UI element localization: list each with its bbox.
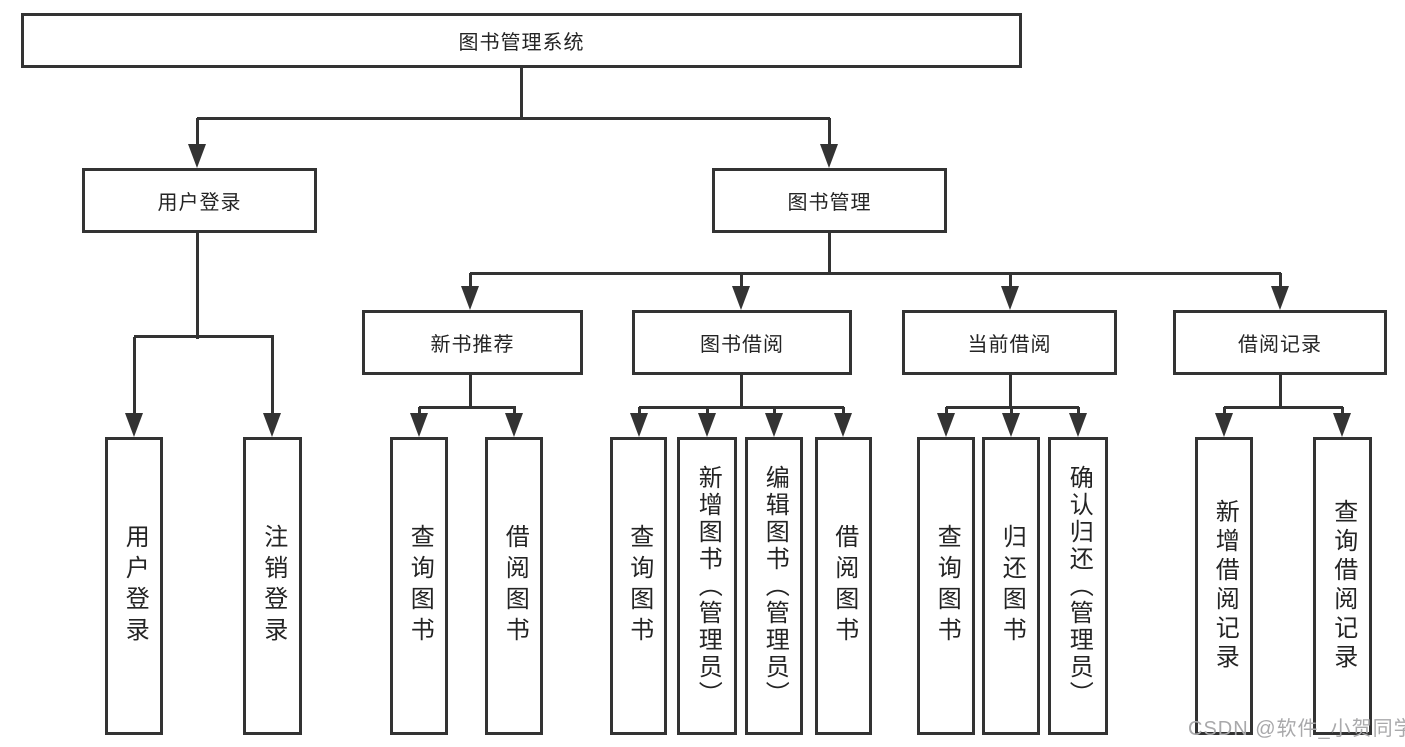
connector-vline <box>1279 375 1282 409</box>
connector-vline <box>196 118 199 148</box>
leaf-recommend-borrow-books: 借阅图书 <box>485 437 543 735</box>
connector-hline <box>197 117 830 120</box>
arrowhead-down-icon <box>937 413 955 437</box>
leaf-current-query-books: 查询图书 <box>917 437 975 735</box>
connector-vline <box>1010 407 1013 416</box>
arrowhead-down-icon <box>505 413 523 437</box>
connector-hline <box>470 272 1281 275</box>
connector-vline <box>706 407 709 416</box>
arrowhead-down-icon <box>1002 413 1020 437</box>
connector-vline <box>828 233 831 275</box>
arrowhead-down-icon <box>461 286 479 310</box>
leaf-logout: 注销登录 <box>243 437 302 735</box>
connector-vline <box>740 375 743 409</box>
arrowhead-down-icon <box>732 286 750 310</box>
node-new-book-recommend: 新书推荐 <box>362 310 583 375</box>
arrowhead-down-icon <box>630 413 648 437</box>
arrowhead-down-icon <box>410 413 428 437</box>
connector-vline <box>1341 407 1344 416</box>
connector-hline <box>419 406 516 409</box>
arrowhead-down-icon <box>125 413 143 437</box>
leaf-records-add-record: 新增借阅记录 <box>1195 437 1253 735</box>
connector-vline <box>513 407 516 416</box>
leaf-borrow-add-books: 新增图书（管理员） <box>677 437 737 735</box>
connector-vline <box>469 273 472 289</box>
connector-vline <box>828 118 831 148</box>
arrowhead-down-icon <box>263 413 281 437</box>
connector-vline <box>638 407 641 416</box>
leaf-records-query-record: 查询借阅记录 <box>1313 437 1372 735</box>
arrowhead-down-icon <box>188 144 206 168</box>
arrowhead-down-icon <box>698 413 716 437</box>
connector-vline <box>1077 407 1080 416</box>
connector-vline <box>1009 375 1012 409</box>
arrowhead-down-icon <box>1333 413 1351 437</box>
node-book-management: 图书管理 <box>712 168 947 233</box>
leaf-recommend-query-books: 查询图书 <box>390 437 448 735</box>
connector-vline <box>520 68 523 118</box>
arrowhead-down-icon <box>820 144 838 168</box>
connector-hline <box>639 406 844 409</box>
connector-hline <box>1224 406 1343 409</box>
leaf-borrow-edit-books: 编辑图书（管理员） <box>745 437 803 735</box>
connector-vline <box>945 407 948 416</box>
connector-hline <box>134 335 274 338</box>
leaf-user-login: 用户登录 <box>105 437 163 735</box>
arrowhead-down-icon <box>1001 286 1019 310</box>
arrowhead-down-icon <box>834 413 852 437</box>
connector-vline <box>1223 407 1226 416</box>
arrowhead-down-icon <box>1271 286 1289 310</box>
connector-hline <box>946 406 1079 409</box>
node-borrow-records: 借阅记录 <box>1173 310 1387 375</box>
arrowhead-down-icon <box>765 413 783 437</box>
node-book-borrow: 图书借阅 <box>632 310 852 375</box>
connector-vline <box>469 375 472 409</box>
connector-vline <box>133 337 136 415</box>
node-current-borrow: 当前借阅 <box>902 310 1117 375</box>
connector-vline <box>773 407 776 416</box>
connector-vline <box>196 232 199 339</box>
leaf-current-confirm-return: 确认归还（管理员） <box>1048 437 1108 735</box>
leaf-borrow-query-books: 查询图书 <box>610 437 667 735</box>
connector-vline <box>418 407 421 416</box>
leaf-borrow-borrow-books: 借阅图书 <box>815 437 872 735</box>
connector-vline <box>842 407 845 416</box>
node-root: 图书管理系统 <box>21 13 1022 68</box>
arrowhead-down-icon <box>1069 413 1087 437</box>
connector-vline <box>1279 273 1282 289</box>
leaf-current-return-books: 归还图书 <box>982 437 1040 735</box>
node-user-login: 用户登录 <box>82 168 317 233</box>
watermark-text: CSDN @软件_小贺同学 <box>1188 718 1405 740</box>
arrowhead-down-icon <box>1215 413 1233 437</box>
connector-vline <box>271 337 274 415</box>
connector-vline <box>1009 273 1012 289</box>
connector-vline <box>740 273 743 289</box>
